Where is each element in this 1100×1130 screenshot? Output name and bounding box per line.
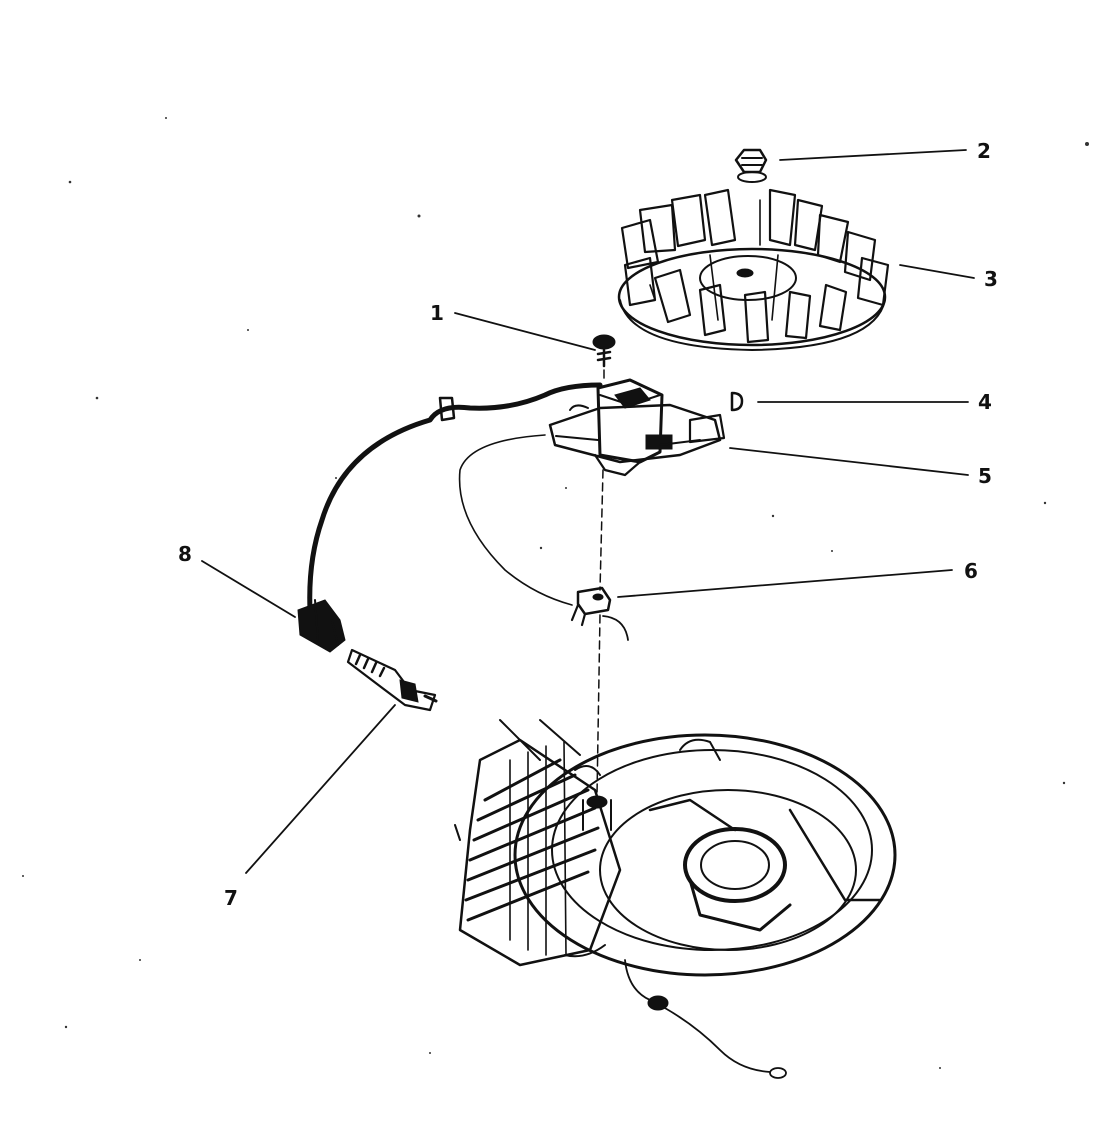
leader-line-6 bbox=[617, 569, 953, 598]
mounting-screw bbox=[592, 334, 616, 368]
flywheel bbox=[617, 188, 890, 351]
leader-line-3 bbox=[899, 264, 975, 279]
wire-terminal bbox=[570, 586, 629, 641]
leader-line-1 bbox=[454, 312, 596, 351]
callout-6: 6 bbox=[964, 559, 978, 583]
leader-lines bbox=[201, 149, 975, 874]
callout-2: 2 bbox=[977, 139, 991, 163]
ignition-coil bbox=[307, 378, 726, 613]
callout-3: 3 bbox=[984, 267, 998, 291]
callout-4: 4 bbox=[978, 390, 992, 414]
flywheel-nut bbox=[734, 148, 768, 183]
leader-line-8 bbox=[201, 560, 296, 618]
leader-line-7 bbox=[245, 704, 396, 874]
callout-8: 8 bbox=[178, 542, 192, 566]
callout-labels: 1 2 3 4 5 6 7 8 bbox=[178, 139, 998, 910]
callout-1: 1 bbox=[430, 301, 444, 325]
leader-line-5 bbox=[729, 447, 969, 476]
engine-block bbox=[454, 719, 897, 1079]
print-specks bbox=[22, 117, 1089, 1069]
callout-5: 5 bbox=[978, 464, 992, 488]
callout-7: 7 bbox=[224, 886, 238, 910]
leader-line-2 bbox=[779, 149, 967, 161]
spark-plug bbox=[346, 648, 438, 712]
assembly-centerline bbox=[596, 369, 605, 796]
flywheel-key bbox=[730, 391, 744, 412]
spark-plug-boot bbox=[297, 599, 346, 653]
